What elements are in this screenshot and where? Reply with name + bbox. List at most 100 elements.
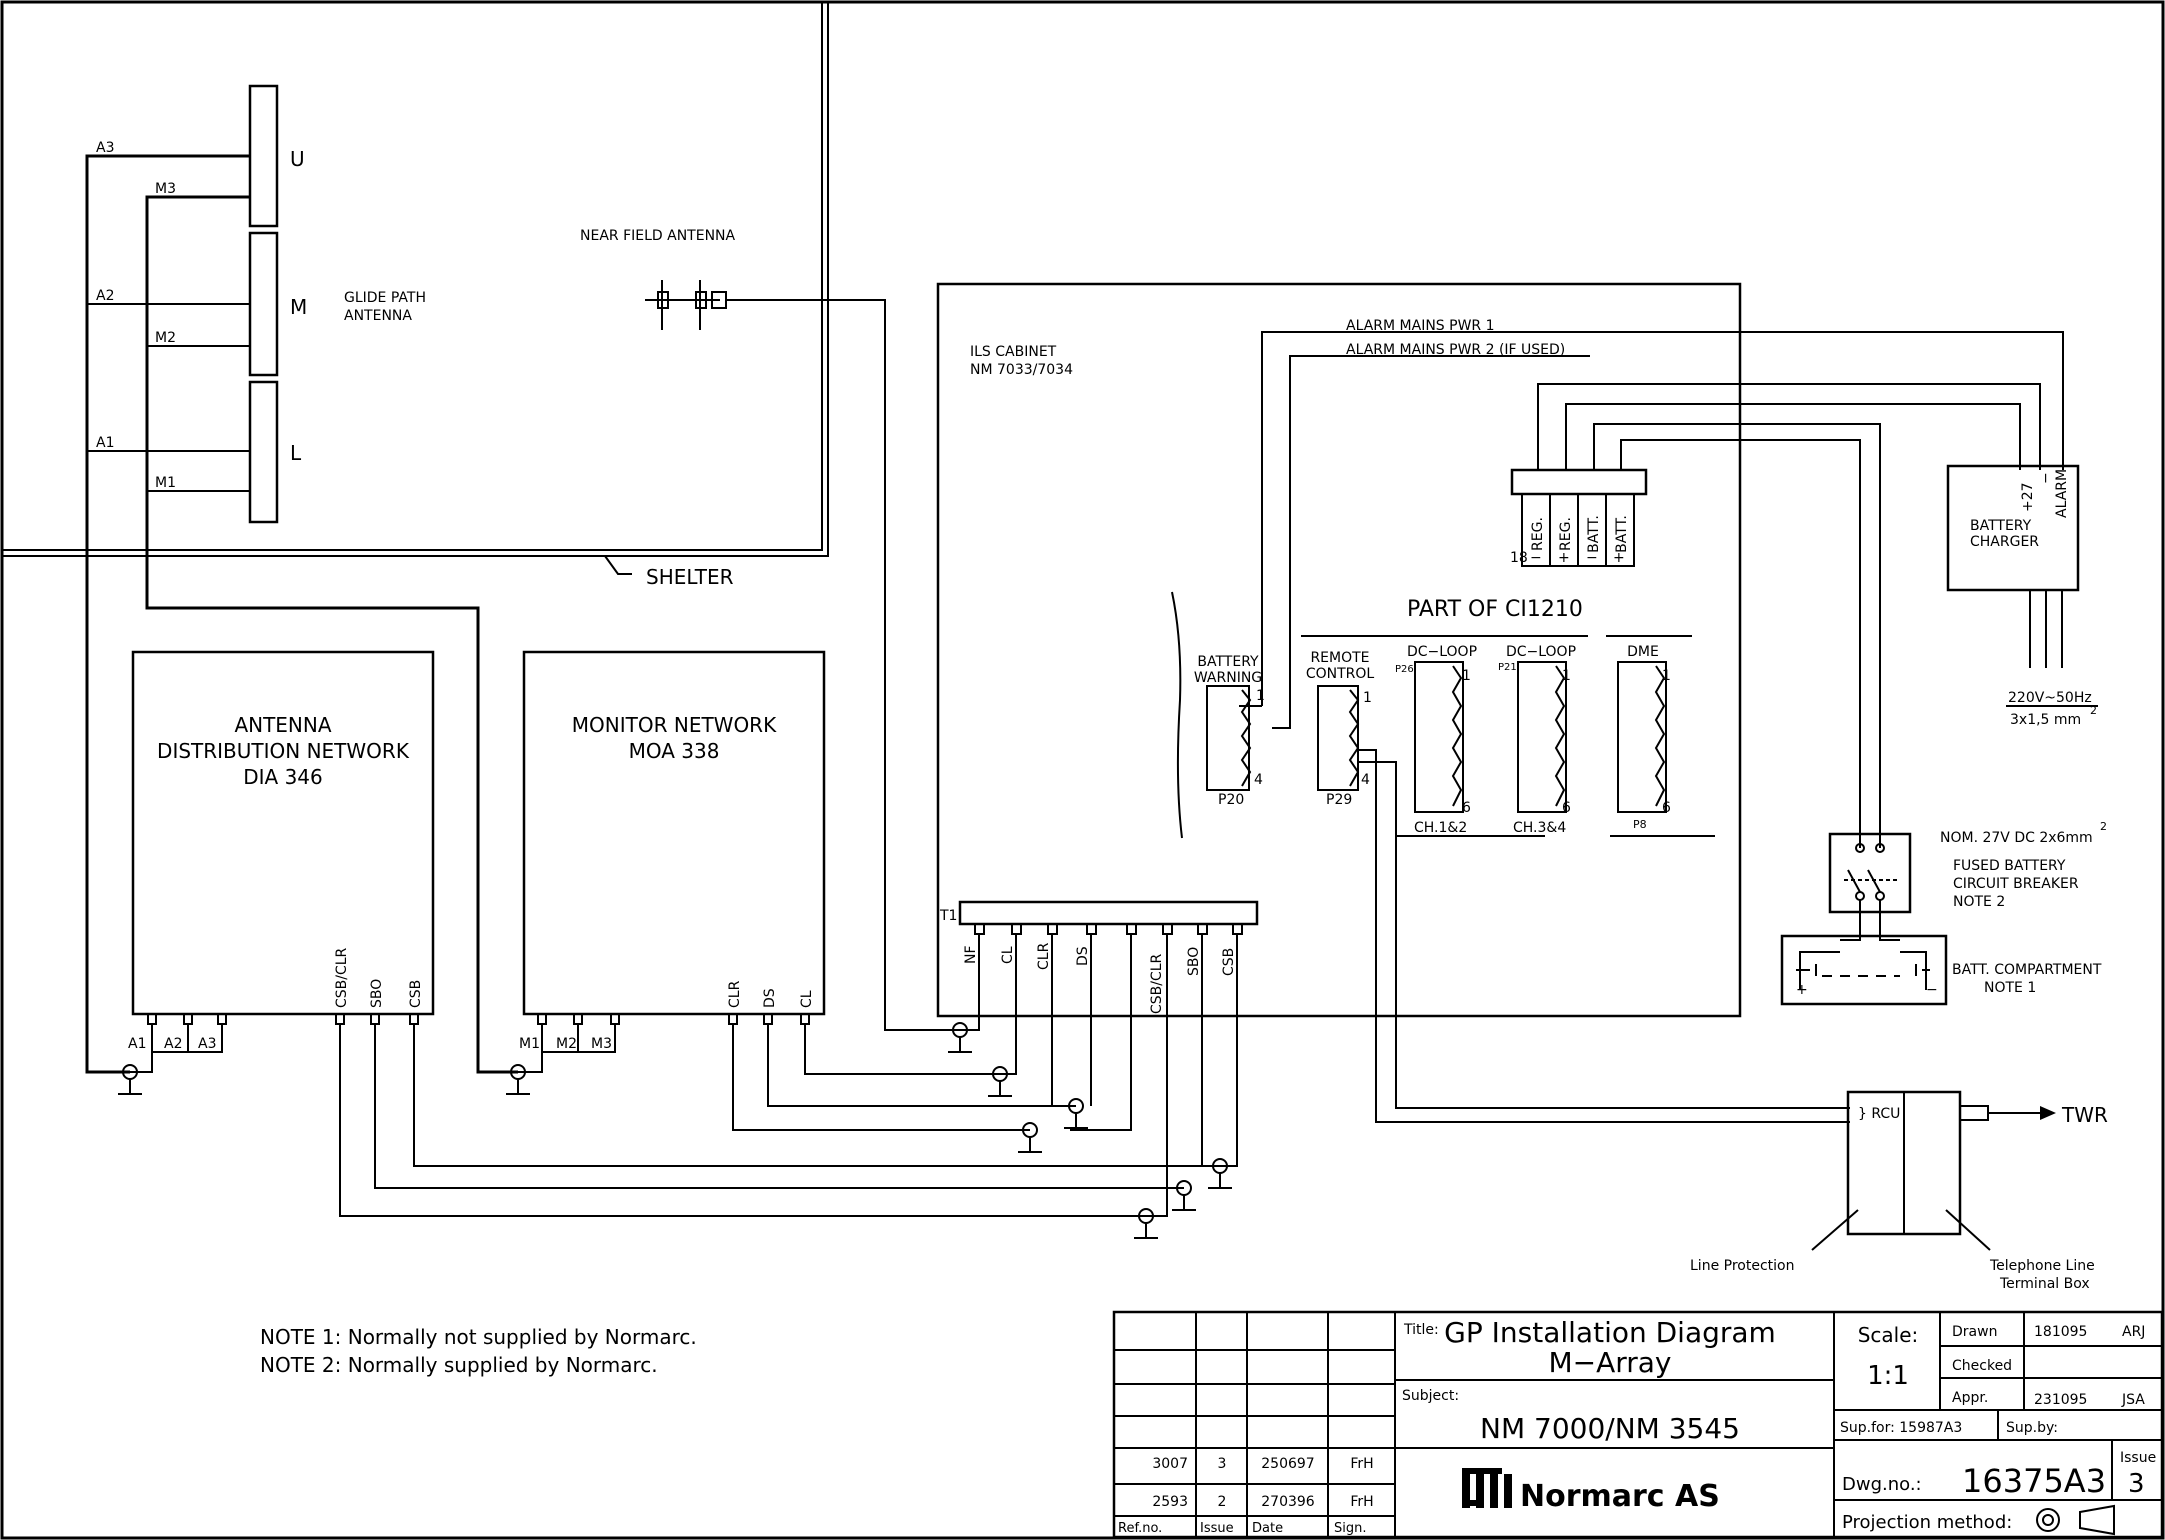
cabinet-title-1: ILS CABINET xyxy=(970,344,1057,360)
breaker-line-3: NOTE 2 xyxy=(1953,894,2005,910)
adn-port-csbclr: CSB/CLR xyxy=(334,947,350,1008)
p29-label: P29 xyxy=(1326,792,1352,808)
appr-date: 231095 xyxy=(2034,1392,2087,1408)
t1-port-nf: NF xyxy=(963,945,979,964)
antenna-element-m xyxy=(248,231,279,377)
title-prefix: Title: xyxy=(1403,1322,1439,1338)
dc-loop-2: DC−LOOP xyxy=(1506,644,1576,660)
note-1: NOTE 1: Normally not supplied by Normarc… xyxy=(260,1325,697,1349)
rcu-box xyxy=(1811,1090,2056,1251)
mains-label-sup: 2 xyxy=(2090,704,2097,717)
battery-line-1: BATT. COMPARTMENT xyxy=(1952,962,2102,978)
t1-port-sbo: SBO xyxy=(1186,947,1202,976)
t1-port-ds: DS xyxy=(1075,946,1091,966)
charger-title-1: BATTERY xyxy=(1970,518,2032,534)
p29-pin-1: 1 xyxy=(1363,690,1372,706)
rev-header-sign: Sign. xyxy=(1334,1521,1367,1536)
alarm-lines xyxy=(1239,331,2064,729)
rev-row-1-date: 250697 xyxy=(1261,1456,1314,1472)
rev-row-1-ref: 3007 xyxy=(1152,1456,1188,1472)
company-name: Normarc AS xyxy=(1520,1479,1720,1514)
p20-pin-4: 4 xyxy=(1254,772,1263,788)
antenna-element-u xyxy=(248,84,279,228)
rev-header-ref: Ref.no. xyxy=(1118,1521,1162,1536)
ils-cabinet-box xyxy=(936,282,1742,1018)
connector-p20 xyxy=(1206,685,1252,791)
monitor-port-ds: DS xyxy=(762,988,778,1008)
breaker-nom-sup: 2 xyxy=(2100,820,2107,833)
ch12-label: CH.1&2 xyxy=(1414,820,1467,836)
monitor-port-m3: M3 xyxy=(591,1036,612,1052)
adn-title-2: DISTRIBUTION NETWORK xyxy=(157,739,410,763)
adn-ports xyxy=(130,1013,419,1073)
t1-port-csb: CSB xyxy=(1221,948,1237,976)
dc-loop-1: DC−LOOP xyxy=(1407,644,1477,660)
t1-port-csbclr: CSB/CLR xyxy=(1149,953,1165,1014)
terminal-sign-2: + xyxy=(1558,550,1570,566)
connector-p21 xyxy=(1517,661,1567,813)
drawn-date: 181095 xyxy=(2034,1324,2087,1340)
svg-text:+: + xyxy=(1796,982,1808,998)
mains-label-1: 220V~50Hz xyxy=(2008,690,2092,706)
glide-path-label-2: ANTENNA xyxy=(344,308,412,324)
label-a3: A3 xyxy=(96,140,114,156)
p20-label: P20 xyxy=(1218,792,1244,808)
dme-label: DME xyxy=(1627,644,1659,660)
adn-port-csb: CSB xyxy=(408,980,424,1008)
adn-port-a2: A2 xyxy=(164,1036,182,1052)
twr-label: TWR xyxy=(2061,1103,2108,1127)
issue-label: Issue xyxy=(2120,1450,2156,1466)
appr-by: JSA xyxy=(2121,1392,2145,1408)
title-line-1: GP Installation Diagram xyxy=(1444,1316,1776,1349)
monitor-port-clr: CLR xyxy=(727,980,743,1008)
circuit-breaker-box xyxy=(1828,832,1912,914)
part-of-ci1210: PART OF CI1210 xyxy=(1407,597,1583,622)
rev-header-date: Date xyxy=(1252,1521,1283,1536)
terminal-batt-2: BATT. xyxy=(1614,515,1630,553)
projection-icon xyxy=(2036,1504,2115,1536)
terminal-reg-2: REG. xyxy=(1558,517,1574,551)
adn-port-a3: A3 xyxy=(198,1036,216,1052)
rev-row-2-ref: 2593 xyxy=(1152,1494,1188,1510)
charger-plus27: +27 xyxy=(2020,482,2036,512)
line-protection-label: Line Protection xyxy=(1690,1258,1794,1274)
terminal-reg-1: REG. xyxy=(1530,517,1546,551)
monitor-port-m1: M1 xyxy=(519,1036,540,1052)
monitor-network-box xyxy=(522,650,826,1016)
label-a2: A2 xyxy=(96,288,114,304)
terminal-batt-1: BATT. xyxy=(1586,515,1602,553)
connector-p8 xyxy=(1617,661,1667,813)
p29-pin-4: 4 xyxy=(1361,772,1370,788)
label-l: L xyxy=(290,441,302,465)
remote-control-1: REMOTE xyxy=(1310,650,1369,666)
rev-row-2-issue: 2 xyxy=(1218,1494,1227,1510)
sup-by: Sup.by: xyxy=(2006,1420,2058,1436)
alarm-mains-2: ALARM MAINS PWR 2 (IF USED) xyxy=(1346,342,1565,358)
dwg-number: 16375A3 xyxy=(1962,1462,2106,1500)
title-block-grid xyxy=(1112,1310,2164,1539)
t1-port-cl: CL xyxy=(1000,946,1016,964)
subject-value: NM 7000/NM 3545 xyxy=(1480,1412,1740,1445)
breaker-line-1: FUSED BATTERY xyxy=(1953,858,2066,874)
battery-symbol: + − xyxy=(1796,951,1938,998)
remote-control-2: CONTROL xyxy=(1306,666,1375,682)
rev-row-2-sign: FrH xyxy=(1350,1494,1373,1510)
monitor-port-m2: M2 xyxy=(556,1036,577,1052)
t1-ports xyxy=(974,923,1243,935)
adn-port-a1: A1 xyxy=(128,1036,146,1052)
t1-label: T1 xyxy=(939,908,957,924)
mains-lines xyxy=(2006,590,2098,707)
rev-row-2-date: 270396 xyxy=(1261,1494,1315,1510)
battery-charger-box xyxy=(1946,464,2080,592)
label-m: M xyxy=(290,295,307,319)
monitor-title-2: MOA 338 xyxy=(629,739,720,763)
signal-wiring xyxy=(339,934,1238,1217)
near-field-label: NEAR FIELD ANTENNA xyxy=(580,228,736,244)
charger-minus: − xyxy=(2038,472,2054,484)
charger-wiring xyxy=(1537,383,2041,848)
shelter-outline xyxy=(2,2,829,575)
subject-label: Subject: xyxy=(1402,1388,1459,1404)
antenna-distribution-box xyxy=(131,650,435,1016)
terminal-block xyxy=(1510,468,1648,567)
